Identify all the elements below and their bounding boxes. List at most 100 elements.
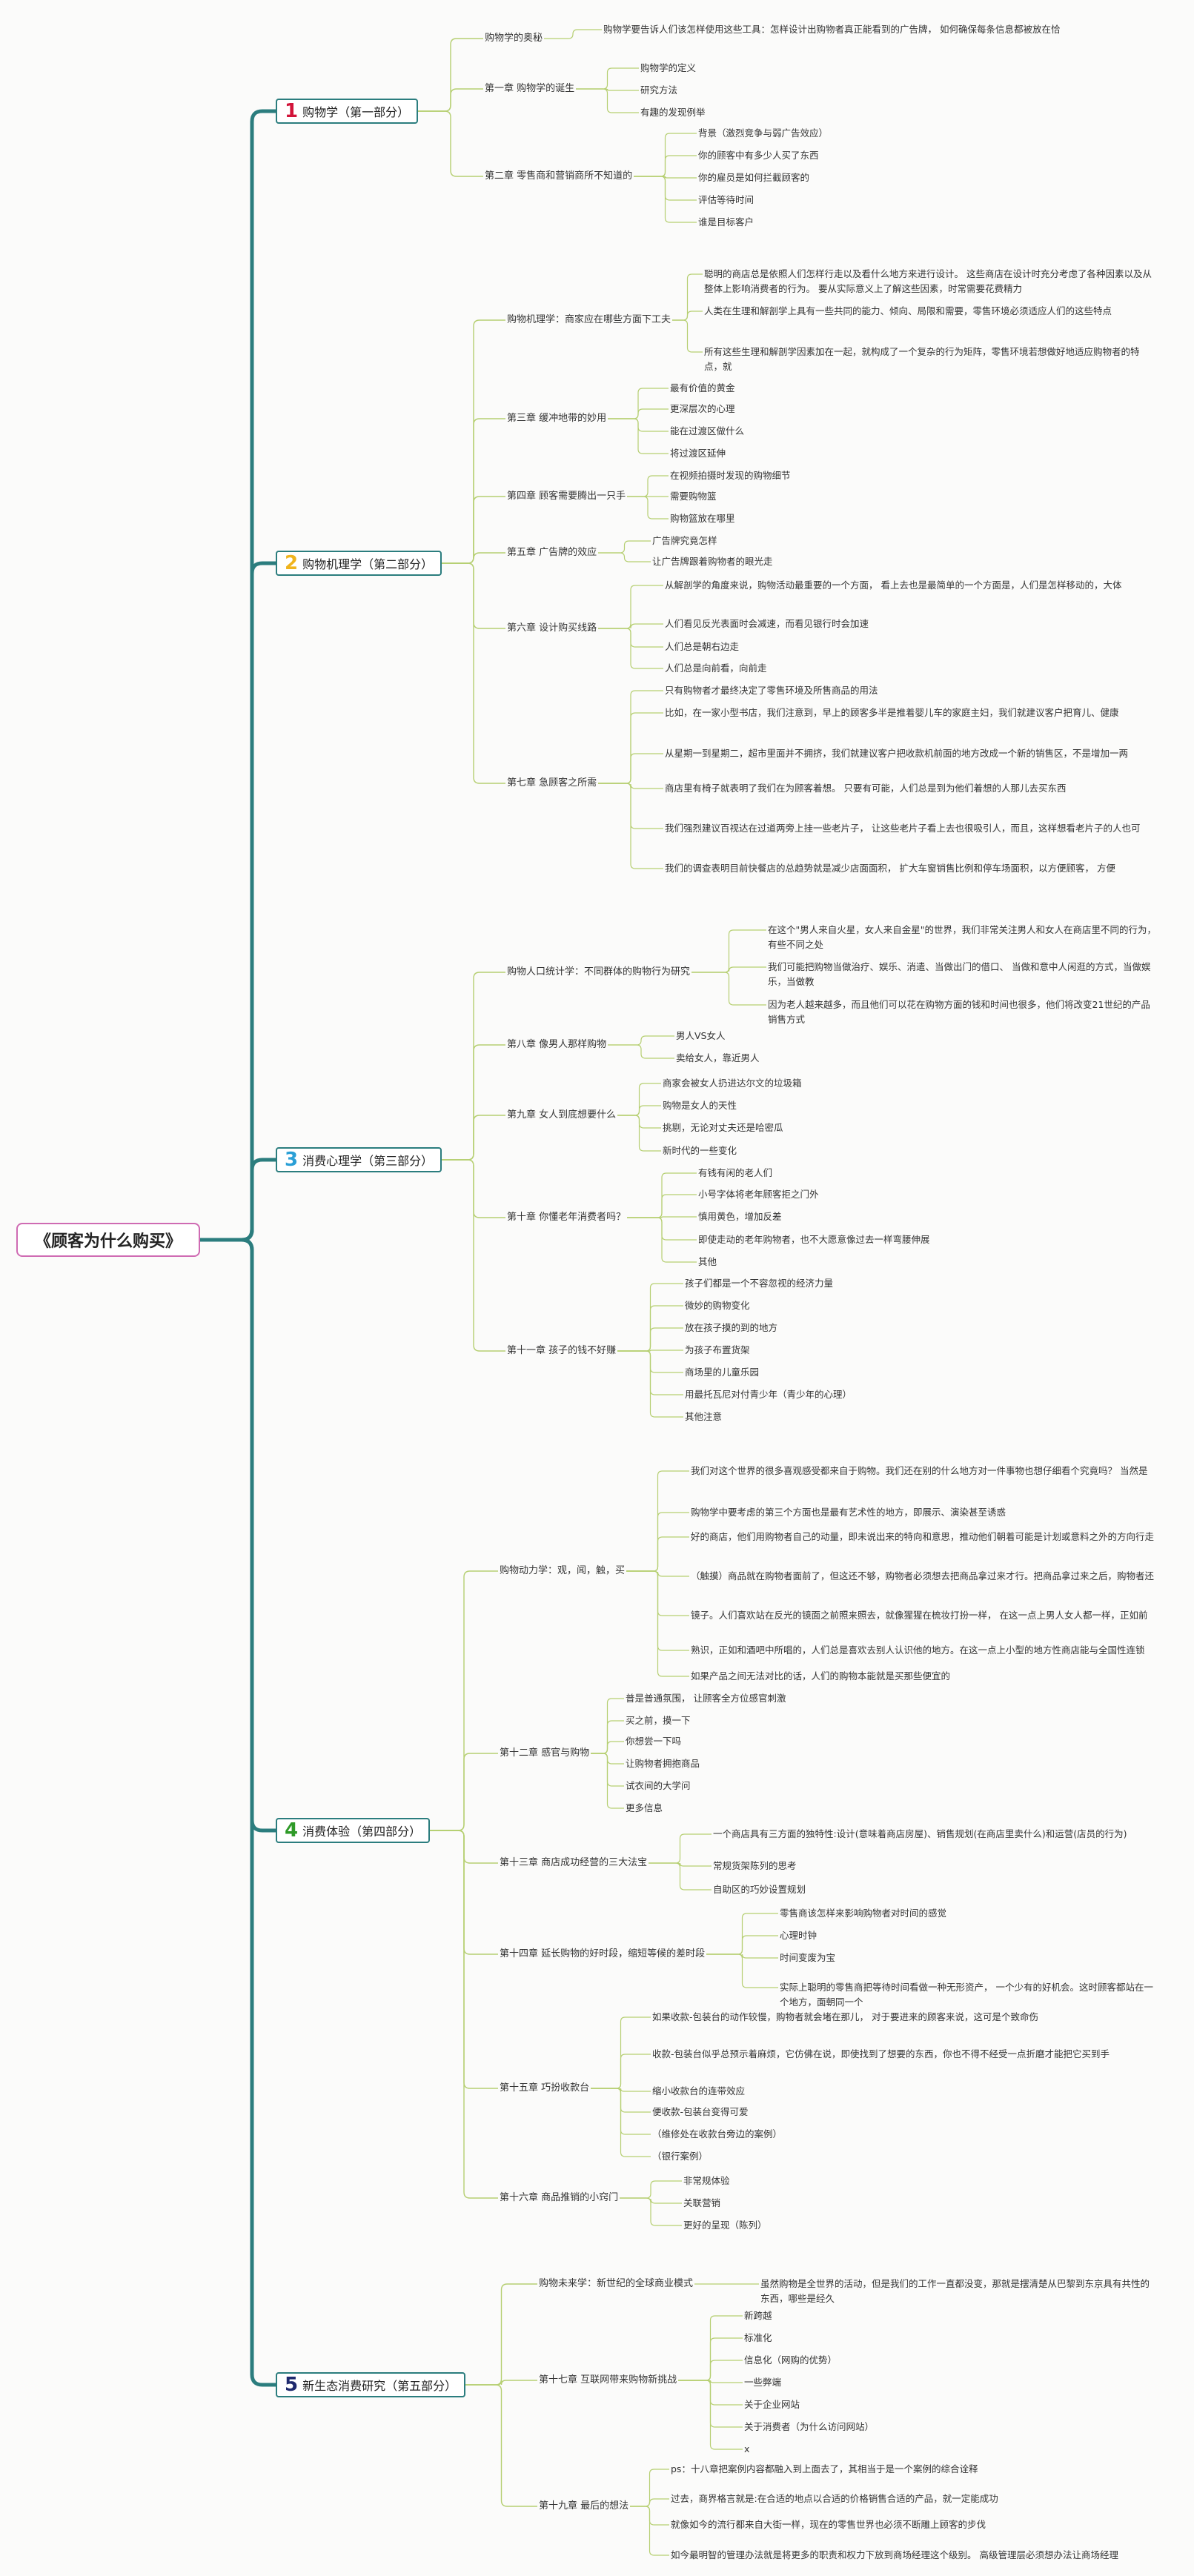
item-connector xyxy=(591,1753,624,1809)
chapter-node[interactable]: 第三章 缓冲地带的妙用 xyxy=(505,412,608,425)
leaf-item: 熟识，正如和酒吧中所唱的，人们总是喜欢去别人认识他的地方。在这一点上小型的地方性… xyxy=(689,1643,1159,1658)
chapter-node[interactable]: 购物机理学：商家应在哪些方面下工夫 xyxy=(505,313,673,327)
item-connector xyxy=(626,1536,689,1572)
chapter-connector xyxy=(465,2283,537,2386)
item-connector xyxy=(617,1083,661,1116)
leaf-item: 放在孩子摸的到的地方 xyxy=(683,1321,780,1335)
chapter-node[interactable]: 第四章 顾客需要腾出一只手 xyxy=(505,490,628,503)
chapter-node[interactable]: 第十二章 感官与购物 xyxy=(498,1747,591,1760)
leaf-item: 广告牌究竟怎样 xyxy=(651,534,719,548)
item-connector xyxy=(598,783,663,869)
item-connector xyxy=(626,1570,689,1651)
leaf-item: 就像如今的流行都来自大街一样，现在的零售世界也必须不断雕上顾客的步伐 xyxy=(669,2517,988,2532)
item-connector xyxy=(617,1305,683,1352)
chapter-node[interactable]: 第二章 零售商和营销商所不知道的 xyxy=(483,170,634,183)
item-connector xyxy=(630,2506,669,2526)
item-connector xyxy=(626,1570,689,1616)
part-number: 3 xyxy=(285,1149,299,1171)
chapter-node[interactable]: 第五章 广告牌的效应 xyxy=(505,546,599,560)
item-connector xyxy=(630,2506,669,2556)
item-connector xyxy=(598,585,663,629)
item-connector xyxy=(617,1350,683,1373)
item-connector xyxy=(706,1953,778,1988)
trunk-connector xyxy=(200,1158,276,1242)
chapter-node[interactable]: 第十九章 最后的想法 xyxy=(537,2500,631,2513)
item-connector xyxy=(649,1862,712,1890)
leaf-item: 更深层次的心理 xyxy=(669,402,737,416)
leaf-item: 非常规体验 xyxy=(682,2174,732,2188)
leaf-item: 其他 xyxy=(697,1255,719,1269)
leaf-item: 小号字体将老年顾客拒之门外 xyxy=(697,1187,820,1202)
leaf-item: 人们总是向前看，向前走 xyxy=(663,661,769,676)
leaf-item: （触摸）商品就在购物者面前了，但这还不够，购物者必须想去把商品拿过来才行。把商品… xyxy=(689,1569,1159,1584)
item-connector xyxy=(634,176,697,223)
chapter-node[interactable]: 第一章 购物学的诞生 xyxy=(483,82,577,96)
chapter-node[interactable]: 第八章 像男人那样购物 xyxy=(505,1038,608,1052)
leaf-item: （维修处在收款台旁边的案例） xyxy=(651,2127,784,2142)
chapter-connector xyxy=(430,1830,498,2089)
chapter-node[interactable]: 购物动力学：观，闻，触，买 xyxy=(498,1564,627,1578)
chapter-node[interactable]: 第十一章 孩子的钱不好赚 xyxy=(505,1344,618,1358)
leaf-item: 商场里的儿童乐园 xyxy=(683,1365,761,1380)
part-label: 购物机理学（第二部分） xyxy=(302,557,434,571)
leaf-item: 人们总是朝右边走 xyxy=(663,640,741,654)
leaf-item: 常规货架陈列的思考 xyxy=(712,1859,798,1873)
item-connector xyxy=(634,133,697,177)
chapter-connector xyxy=(430,1830,498,1864)
chapter-connector xyxy=(442,552,505,564)
chapter-node[interactable]: 购物学的奥秘 xyxy=(483,32,545,45)
item-connector xyxy=(591,2054,651,2089)
chapter-connector xyxy=(418,110,483,177)
chapter-node[interactable]: 购物人口统计学：不同群体的购物行为研究 xyxy=(505,966,692,979)
leaf-item: 信息化（网购的优势） xyxy=(743,2353,839,2368)
leaf-item: 虽然购物是全世界的活动，但是我们的工作一直都没变，那就是摆清楚从巴黎到东京具有共… xyxy=(759,2277,1159,2306)
item-connector xyxy=(617,1350,683,1418)
leaf-item: 有趣的发现例举 xyxy=(639,105,707,120)
leaf-item: x xyxy=(743,2442,752,2457)
item-connector xyxy=(634,155,697,177)
chapter-node[interactable]: 第十三章 商店成功经营的三大法宝 xyxy=(498,1856,649,1870)
chapter-node[interactable]: 第十五章 巧扮收款台 xyxy=(498,2082,591,2095)
chapter-connector xyxy=(442,562,505,629)
item-connector xyxy=(620,2197,682,2204)
leaf-item: 最有价值的黄金 xyxy=(669,381,737,396)
item-connector xyxy=(678,2337,743,2381)
item-connector xyxy=(576,88,639,91)
item-connector xyxy=(634,176,697,201)
chapter-node[interactable]: 第六章 设计购买线路 xyxy=(505,622,599,635)
leaf-item: 从星期一到星期二，超市里面并不拥挤，我们就建议客户把收款机前面的地方改成一个新的… xyxy=(663,746,1159,761)
leaf-item: 如今最明智的管理办法就是将更多的职责和权力下放到商场经理这个级别。 高级管理层必… xyxy=(669,2548,1159,2563)
leaf-item: 即使走动的老年购物者，也不大愿意像过去一样弯腰伸展 xyxy=(697,1232,932,1247)
chapter-connector xyxy=(442,1115,505,1161)
chapter-node[interactable]: 第十六章 商品推销的小窍门 xyxy=(498,2191,620,2205)
leaf-item: 关于企业网站 xyxy=(743,2397,802,2412)
chapter-node[interactable]: 第十四章 延长购物的好时段，缩短等候的差时段 xyxy=(498,1948,707,1961)
part-number: 4 xyxy=(285,1819,299,1842)
chapter-node[interactable]: 第十七章 互联网带来购物新挑战 xyxy=(537,2374,679,2387)
part-label: 消费心理学（第三部分） xyxy=(302,1154,434,1168)
item-connector xyxy=(672,311,703,321)
chapter-node[interactable]: 第十章 你懂老年消费者吗？ xyxy=(505,1211,628,1224)
item-connector xyxy=(598,753,663,784)
root-node[interactable]: 《顾客为什么购买》 xyxy=(16,1223,200,1257)
chapter-node[interactable]: 第七章 急顾客之所需 xyxy=(505,777,599,790)
chapter-node[interactable]: 购物未来学：新世纪的全球商业模式 xyxy=(537,2277,695,2291)
leaf-item: 我们强烈建议百视达在过道两旁上挂一些老片子， 让这些老片子看上去也很吸引人，而且… xyxy=(663,821,1159,836)
chapter-node[interactable]: 第九章 女人到底想要什么 xyxy=(505,1109,618,1122)
item-connector xyxy=(598,628,663,669)
leaf-item: 普是普通氛围， 让顾客全方位感官刺激 xyxy=(624,1691,788,1706)
chapter-connector xyxy=(430,1830,498,1955)
leaf-item: 零售商该怎样来影响购物者对时间的感觉 xyxy=(778,1906,949,1921)
part-number: 5 xyxy=(285,2374,299,2396)
leaf-item: 购物是女人的天性 xyxy=(661,1098,739,1113)
item-connector xyxy=(617,1327,683,1352)
item-connector xyxy=(598,540,651,554)
leaf-item: 时间变废为宝 xyxy=(778,1951,838,1965)
leaf-item: 需要购物篮 xyxy=(669,489,718,504)
trunk-connector xyxy=(200,109,276,1242)
